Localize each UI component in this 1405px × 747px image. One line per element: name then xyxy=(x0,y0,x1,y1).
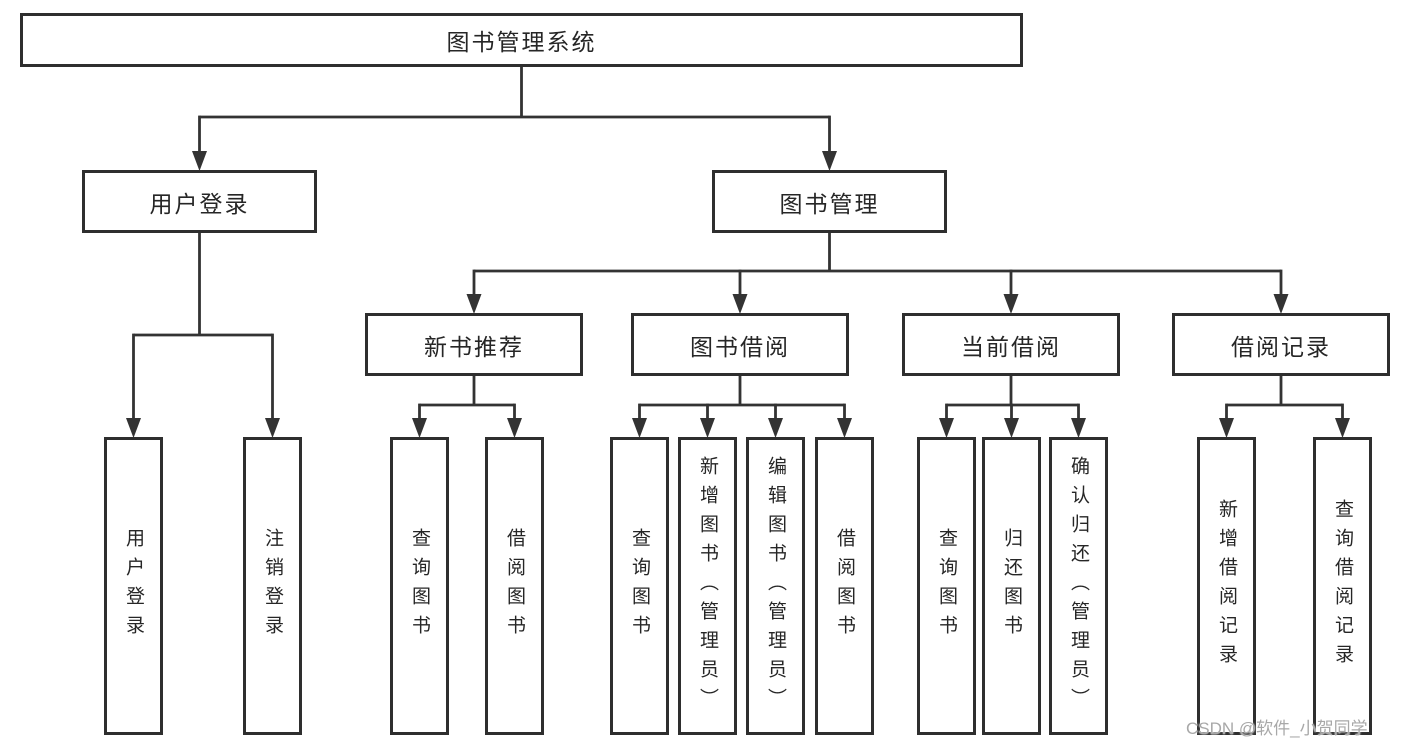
leaf-borrow-borrow-books-label: 借阅图书 xyxy=(834,528,855,644)
leaf-borrow-borrow-books: 借阅图书 xyxy=(815,437,874,735)
leaf-current-return-books: 归还图书 xyxy=(982,437,1041,735)
leaf-borrow-query-books-label: 查询图书 xyxy=(629,528,650,644)
node-new-book-recommend: 新书推荐 xyxy=(365,313,583,376)
leaf-logout: 注销登录 xyxy=(243,437,302,735)
leaf-records-query-record-label: 查询借阅记录 xyxy=(1332,499,1353,673)
leaf-current-query-books: 查询图书 xyxy=(917,437,976,735)
leaf-current-return-books-label: 归还图书 xyxy=(1001,528,1022,644)
node-book-borrow: 图书借阅 xyxy=(631,313,849,376)
leaf-current-confirm-return-admin: 确认归还（管理员） xyxy=(1049,437,1108,735)
leaf-recommend-borrow-books: 借阅图书 xyxy=(485,437,544,735)
node-user-login: 用户登录 xyxy=(82,170,317,233)
leaf-current-query-books-label: 查询图书 xyxy=(936,528,957,644)
watermark: CSDN @软件_小贺同学 xyxy=(1186,719,1368,738)
leaf-logout-label: 注销登录 xyxy=(262,528,283,644)
node-current-borrow: 当前借阅 xyxy=(902,313,1120,376)
leaf-recommend-borrow-books-label: 借阅图书 xyxy=(504,528,525,644)
leaf-recommend-query-books-label: 查询图书 xyxy=(409,528,430,644)
leaf-recommend-query-books: 查询图书 xyxy=(390,437,449,735)
leaf-borrow-query-books: 查询图书 xyxy=(610,437,669,735)
leaf-borrow-edit-books-admin: 编辑图书（管理员） xyxy=(746,437,805,735)
leaf-borrow-add-books-admin: 新增图书（管理员） xyxy=(678,437,737,735)
leaf-borrow-add-books-admin-label: 新增图书（管理员） xyxy=(697,455,718,717)
leaf-current-confirm-return-admin-label: 确认归还（管理员） xyxy=(1068,455,1089,717)
leaf-user-login-label: 用户登录 xyxy=(123,528,144,644)
leaf-records-add-record: 新增借阅记录 xyxy=(1197,437,1256,735)
leaf-borrow-edit-books-admin-label: 编辑图书（管理员） xyxy=(765,455,786,717)
leaf-user-login: 用户登录 xyxy=(104,437,163,735)
leaf-records-add-record-label: 新增借阅记录 xyxy=(1216,499,1237,673)
leaf-records-query-record: 查询借阅记录 xyxy=(1313,437,1372,735)
node-book-management: 图书管理 xyxy=(712,170,947,233)
node-borrow-records: 借阅记录 xyxy=(1172,313,1390,376)
node-library-system: 图书管理系统 xyxy=(20,13,1023,67)
